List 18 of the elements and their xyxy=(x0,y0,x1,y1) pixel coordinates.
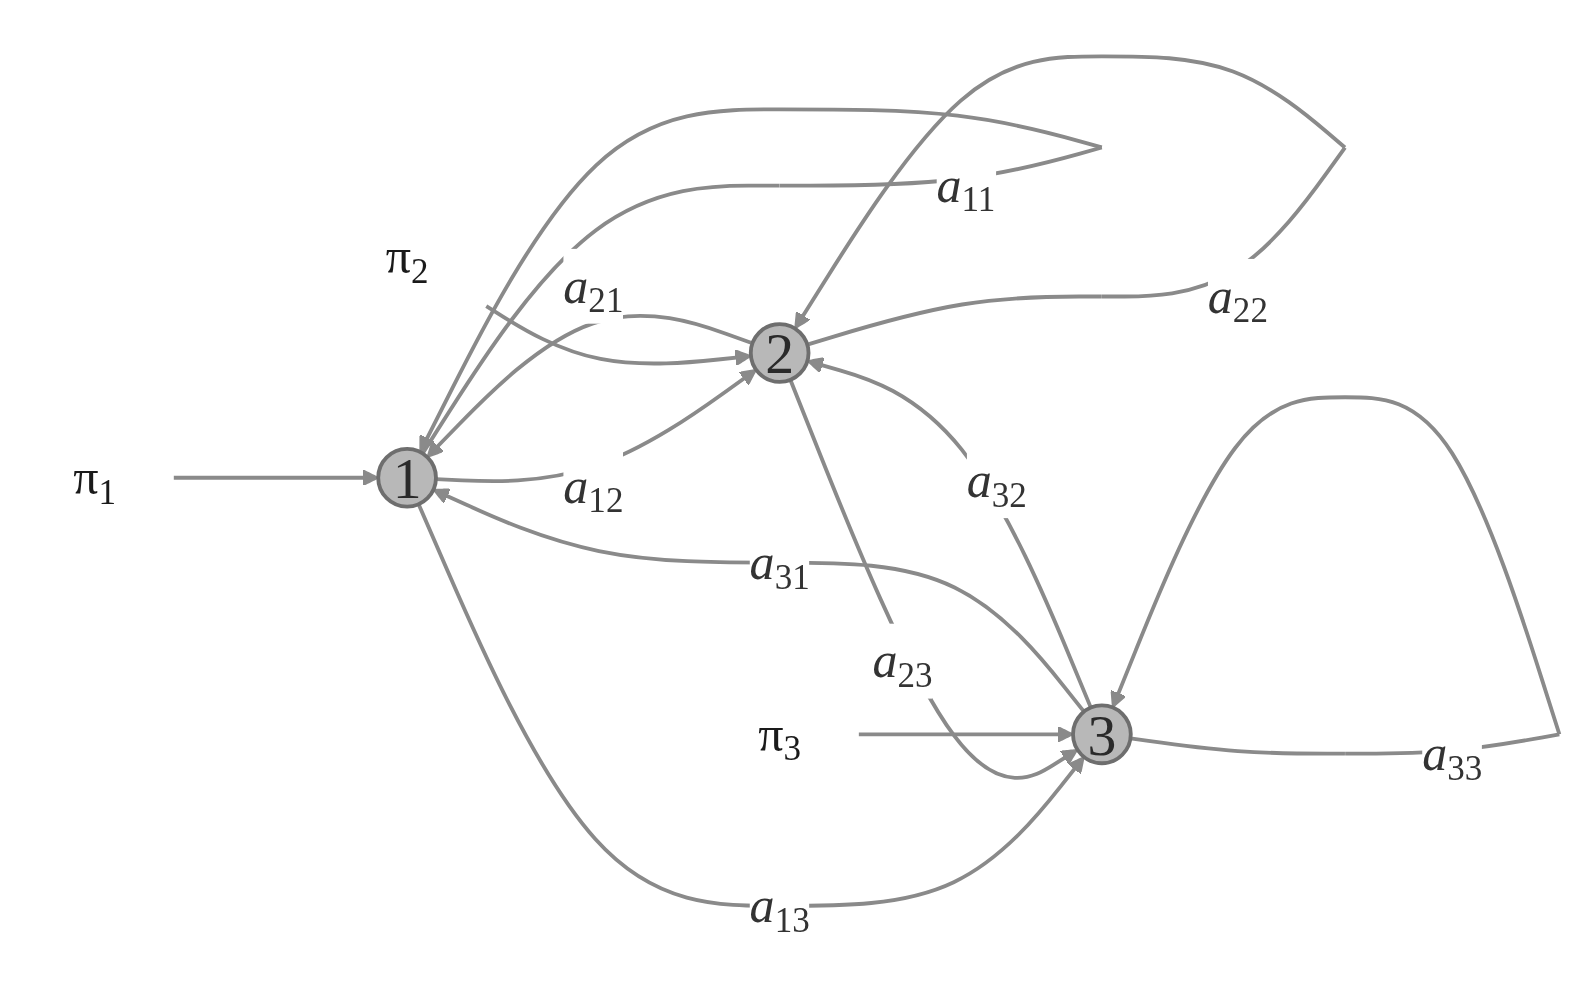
edge-label: a$_{13}$ xyxy=(749,877,810,941)
node-text: π$_{3}$ xyxy=(758,706,802,769)
edge-label: a$_{21}$ xyxy=(563,258,624,321)
edge-label: a$_{23}$ xyxy=(872,633,933,696)
edge-label: a$_{11}$ xyxy=(936,157,996,220)
node-circle: 2 xyxy=(748,322,811,384)
arrow xyxy=(788,379,1079,780)
edge-label: a$_{33}$ xyxy=(1422,725,1483,788)
edge-label: a$_{31}$ xyxy=(749,534,810,597)
edge-label: a$_{32}$ xyxy=(966,452,1027,515)
edge-label: a$_{12}$ xyxy=(563,458,624,521)
arrow xyxy=(432,488,1086,713)
node-text: π$_{1}$ xyxy=(73,449,117,512)
node-circle: 1 xyxy=(376,446,438,509)
node-circle: 3 xyxy=(1071,703,1133,766)
node-text: π$_{2}$ xyxy=(385,229,429,292)
arrow xyxy=(416,503,1085,908)
edge-label: a$_{22}$ xyxy=(1207,268,1268,331)
